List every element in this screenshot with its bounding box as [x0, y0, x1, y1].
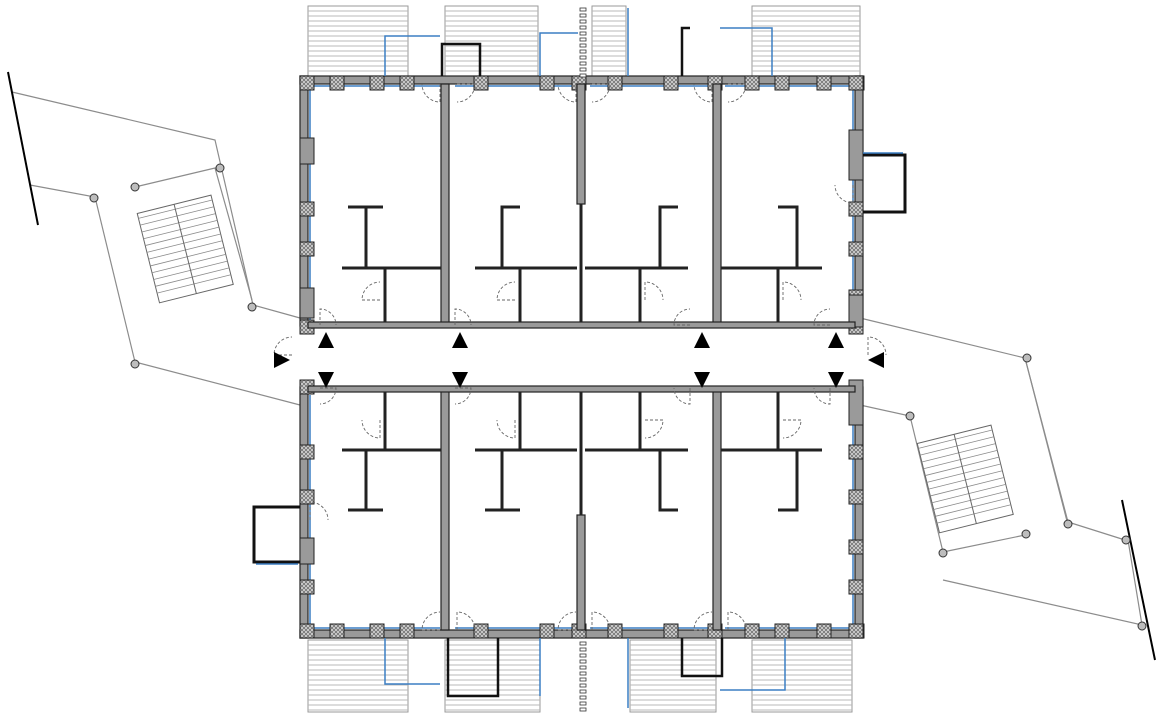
entrance-arrow-icon [694, 372, 710, 388]
entrance-arrows [274, 332, 884, 388]
porch-frames [440, 26, 724, 698]
entrance-arrow-icon [828, 332, 844, 348]
entrance-arrow-icon [318, 332, 334, 348]
entrance-arrow-icon [452, 332, 468, 348]
entrance-arrow-icon [452, 372, 468, 388]
survey-nodes [89, 163, 1147, 631]
porch-glazing [384, 8, 786, 708]
party-walls [307, 83, 856, 631]
drawing-type: architectural-floor-plan [0, 0, 1, 1]
external-stair-west [136, 194, 234, 304]
site-path-west [11, 91, 301, 406]
center-stair-steps [579, 7, 587, 712]
external-stair-east [916, 424, 1014, 534]
balcony-east [863, 153, 907, 214]
entrance-arrow-icon [318, 372, 334, 388]
terrace-hatching [307, 5, 861, 713]
site-boundary-east [1121, 499, 1156, 661]
thin-partitions [342, 204, 822, 515]
entrance-arrow-icon [828, 372, 844, 388]
balcony-west [252, 505, 300, 564]
door-swings [273, 83, 887, 631]
entrance-arrow-icon [694, 332, 710, 348]
site-boundary-west [7, 71, 39, 226]
entrance-arrow-icon [274, 352, 290, 368]
entrance-arrow-icon [868, 352, 884, 368]
